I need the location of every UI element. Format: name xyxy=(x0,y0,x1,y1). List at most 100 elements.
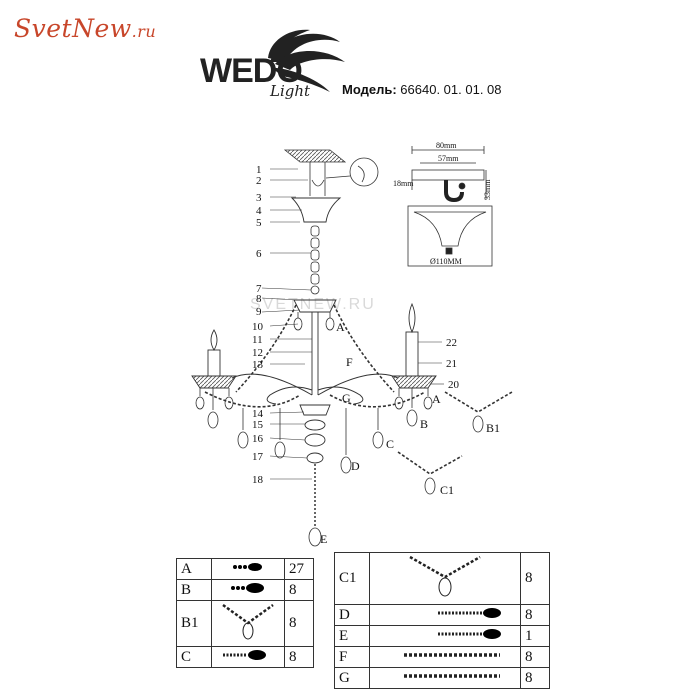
chandelier-drawing: 1 2 3 4 5 6 7 8 9 10 11 12 13 14 15 16 1… xyxy=(191,141,513,547)
callout-7: 7 xyxy=(256,283,262,295)
site-logo: SvetNew.ru xyxy=(14,14,156,43)
pendant-drop-icon xyxy=(211,558,285,580)
part-code: E xyxy=(334,625,370,647)
pendant-drop-chain-icon xyxy=(369,604,521,626)
callout-5: 5 xyxy=(256,217,262,229)
part-qty: 8 xyxy=(520,552,550,605)
callout-22: 22 xyxy=(446,337,457,349)
letter-c1: C1 xyxy=(440,483,454,497)
canopy xyxy=(290,197,342,223)
chandelier-arms xyxy=(231,373,399,405)
letter-callouts: A A B C D E F G B1 C1 xyxy=(320,320,500,546)
upper-cup xyxy=(293,299,337,313)
canopy-dimension-detail xyxy=(407,205,493,267)
callout-14: 14 xyxy=(252,408,264,420)
ceiling-plate xyxy=(283,149,347,163)
letter-a: A xyxy=(432,392,441,406)
callout-13: 13 xyxy=(252,359,264,371)
part-qty: 8 xyxy=(284,600,314,647)
bead-garland-icon xyxy=(369,552,521,605)
exploded-garland-b1 xyxy=(444,391,513,433)
part-code: C1 xyxy=(334,552,370,605)
callout-17: 17 xyxy=(252,451,264,463)
callout-4: 4 xyxy=(256,205,262,217)
dim-depth: 18mm xyxy=(393,179,414,188)
callout-10: 10 xyxy=(252,321,264,333)
part-qty: 8 xyxy=(520,604,550,626)
part-code: B1 xyxy=(176,600,212,647)
dim-width: 80mm xyxy=(436,141,457,150)
callout-15: 15 xyxy=(252,419,264,431)
part-code: F xyxy=(334,646,370,668)
brand-subtitle: Light xyxy=(270,82,311,100)
callout-8: 8 xyxy=(256,293,262,305)
bead-chain-icon xyxy=(369,667,521,689)
part-code: D xyxy=(334,604,370,626)
letter-a: A xyxy=(336,320,345,334)
table-row: B 8 xyxy=(176,579,314,601)
dim-height: 33mm xyxy=(483,179,492,200)
table-row: B1 8 xyxy=(176,600,314,647)
callout-20: 20 xyxy=(448,379,460,391)
part-qty: 8 xyxy=(284,646,314,668)
pendant-drop-large-icon xyxy=(211,579,285,601)
letter-b: B xyxy=(420,417,428,431)
letter-g: G xyxy=(342,391,351,405)
pendant-drop-chain-icon xyxy=(369,625,521,647)
part-code: G xyxy=(334,667,370,689)
brand-wordmark: WEDO xyxy=(200,52,303,90)
crystal-pendants xyxy=(195,312,433,547)
letter-f: F xyxy=(346,355,353,369)
part-qty: 8 xyxy=(520,646,550,668)
parts-table-right: C1 8 D 8 E 1 F 8 G 8 xyxy=(334,552,550,689)
parts-table-left: A 27 B 8 B1 8 C 8 xyxy=(176,558,314,668)
hook-assembly xyxy=(309,157,379,196)
part-code: A xyxy=(176,558,212,580)
bead-garland-icon xyxy=(211,600,285,647)
callout-numbers: 1 2 3 4 5 6 7 8 9 10 11 12 13 14 15 16 1… xyxy=(252,164,460,486)
hook-dimension-detail xyxy=(411,146,487,203)
letter-b1: B1 xyxy=(486,421,500,435)
right-candle-holder xyxy=(391,302,437,389)
model-line: Модель: 66640. 01. 01. 08 xyxy=(342,82,502,97)
part-qty: 27 xyxy=(284,558,314,580)
letter-e: E xyxy=(320,532,327,546)
bead-festoons xyxy=(204,304,426,408)
callout-11: 11 xyxy=(252,334,263,346)
model-number: 66640. 01. 01. 08 xyxy=(400,82,502,97)
part-code: C xyxy=(176,646,212,668)
table-row: C1 8 xyxy=(334,552,550,605)
callout-1: 1 xyxy=(256,164,262,176)
table-row: C 8 xyxy=(176,646,314,668)
table-row: A 27 xyxy=(176,558,314,580)
watermark: SVETNEW.RU xyxy=(250,296,376,313)
letter-c: C xyxy=(386,437,394,451)
callout-6: 6 xyxy=(256,248,262,260)
table-row: D 8 xyxy=(334,604,550,626)
dim-inner: 57mm xyxy=(438,154,459,163)
callout-leaders xyxy=(261,168,444,480)
callout-18: 18 xyxy=(252,474,264,486)
table-row: F 8 xyxy=(334,646,550,668)
callout-9: 9 xyxy=(256,306,262,318)
callout-2: 2 xyxy=(256,175,262,187)
site-logo-tld: .ru xyxy=(131,22,157,41)
site-logo-main: SvetNew xyxy=(14,14,132,43)
brand-swirl-logo-icon xyxy=(268,29,345,92)
hook-dimension-labels: 80mm 57mm 18mm 33mm xyxy=(393,141,492,200)
table-row: G 8 xyxy=(334,667,550,689)
part-qty: 8 xyxy=(284,579,314,601)
callout-3: 3 xyxy=(256,192,262,204)
table-row: E 1 xyxy=(334,625,550,647)
pendant-drop-chain-icon xyxy=(211,646,285,668)
bead-chain-icon xyxy=(369,646,521,668)
left-candle-holder xyxy=(191,329,237,389)
part-qty: 8 xyxy=(520,667,550,689)
model-label: Модель: xyxy=(342,82,397,97)
part-qty: 1 xyxy=(520,625,550,647)
exploded-garland-c1 xyxy=(397,451,463,495)
canopy-diameter: Ø110MM xyxy=(430,257,462,266)
callout-21: 21 xyxy=(446,358,457,370)
letter-d: D xyxy=(351,459,360,473)
part-code: B xyxy=(176,579,212,601)
